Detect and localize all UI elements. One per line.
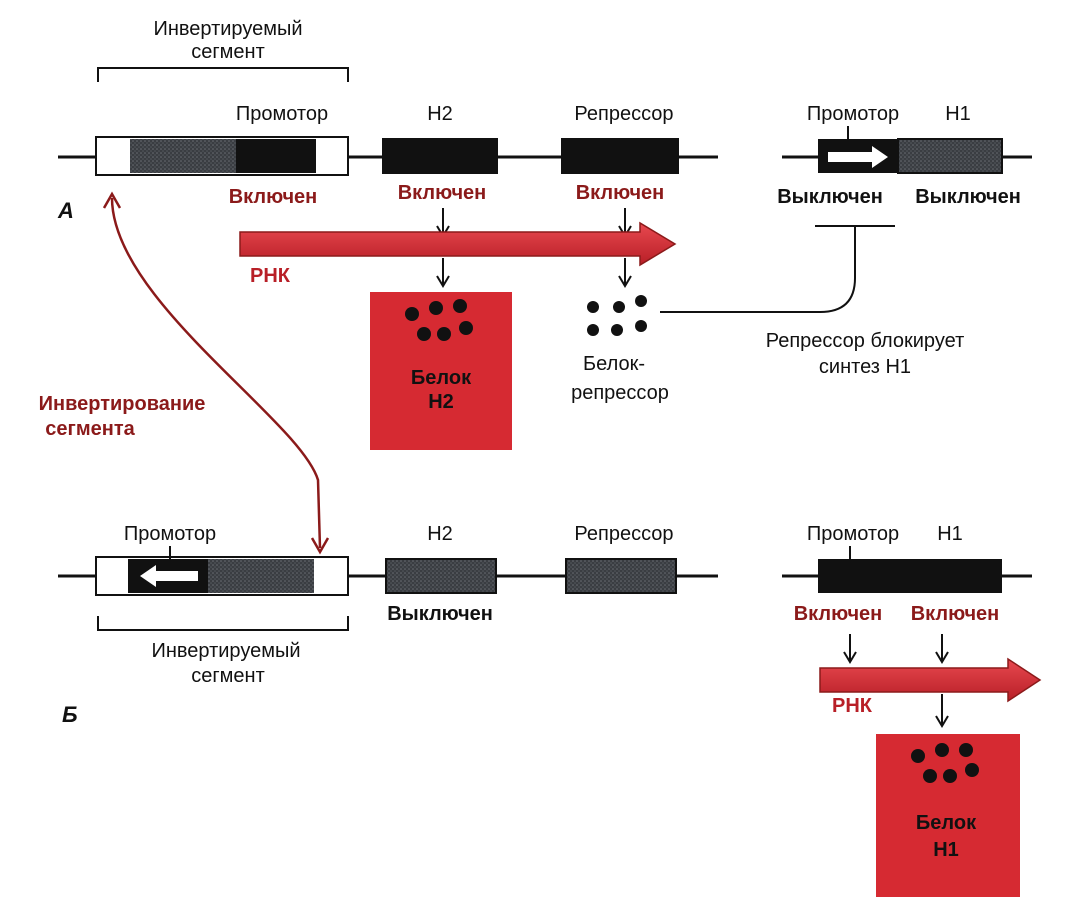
rna-arrow-b [819,657,1042,703]
panel-a-letter: А [57,198,74,223]
h2-state: Включен [398,182,487,204]
segment-title-line1: Инвертируемый [153,18,302,40]
segment-title-b-line1: Инвертируемый [151,640,300,662]
h2-label: Н2 [427,103,453,125]
h2-label-b: Н2 [427,523,453,545]
segment-title-line2: сегмент [191,41,265,63]
h1-promoter-arrow-a [828,146,888,168]
promoter-label-b: Промотор [124,523,216,545]
segment-bracket-top [97,67,349,82]
h1-state-b: Включен [911,603,1000,625]
h1-promoter-state-b: Включен [794,603,883,625]
protein-h2-box [370,292,512,450]
protein-h2-line2: Н2 [428,391,454,413]
h1-gene-a [897,138,1003,174]
protein-h1-line1: Белок [916,812,977,834]
protein-h2-line1: Белок [411,367,472,389]
block-note-line2: синтез Н1 [819,356,911,378]
inversion-label-line2: сегмента [45,418,135,440]
h1-promoter-b [818,559,898,593]
h2-state-b: Выключен [387,603,493,625]
block-note-line1: Репрессор блокирует [766,330,964,352]
repressor-label-b: Репрессор [574,523,673,545]
repressor-label: Репрессор [574,103,673,125]
panel-b: Промотор Н2 Выключен Репрессор Инвертиру… [58,523,1042,897]
h1-state-a: Выключен [915,186,1021,208]
repressor-gene [561,138,679,174]
h1-label-b: Н1 [937,523,963,545]
repression-connector [660,226,856,313]
repressor-protein-line1: Белок- [583,353,645,375]
inversion-path: Инвертирование сегмента [39,191,330,555]
promoter-state: Включен [229,186,318,208]
h1-promoter-label-b: Промотор [807,523,899,545]
segment-title-b-line2: сегмент [191,665,265,687]
rna-label-b: РНК [832,695,873,717]
state-arrows-a [436,208,632,288]
repressor-state: Включен [576,182,665,204]
protein-h1-box [876,734,1020,897]
h1-promoter-label-a: Промотор [807,103,899,125]
segment-hatched-region [130,139,236,173]
inverted-hatched-region [208,559,314,593]
rna-label-a: РНК [250,265,291,287]
protein-h1-dots [911,743,979,783]
h1-promoter-state-a: Выключен [777,186,883,208]
promoter-label: Промотор [236,103,328,125]
h1-label-a: Н1 [945,103,971,125]
panel-a: Инвертируемый сегмент Промотор Включен Н… [57,18,1032,450]
h1-gene-b [898,559,1002,593]
inverted-promoter-arrow [140,565,198,587]
panel-b-letter: Б [62,702,78,727]
state-arrows-b [843,634,949,728]
inversion-label-line1: Инвертирование [39,393,206,415]
h2-gene-b [385,558,497,594]
repressor-protein-dots [587,295,647,336]
repressor-gene-b [565,558,677,594]
repressor-protein-line2: репрессор [571,382,669,404]
h2-gene [382,138,498,174]
protein-h1-line2: Н1 [933,839,959,861]
promoter-region [236,139,316,173]
segment-bracket-bottom [97,616,349,631]
protein-h2-dots [405,299,473,341]
rna-arrow-a [239,221,677,267]
